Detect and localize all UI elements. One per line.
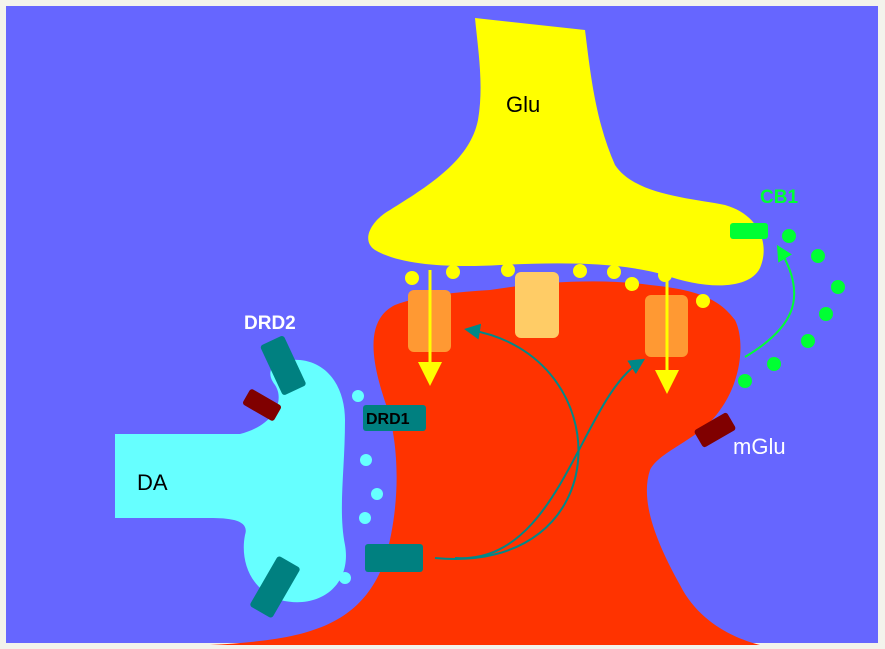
glutamate-dot [405,271,419,285]
glutamate-dot [625,277,639,291]
label-drd1: DRD1 [366,411,410,428]
glutamate-dot [658,268,672,282]
label-glu: Glu [506,92,540,117]
dopamine-dot [360,454,372,466]
label-da: DA [137,470,168,495]
dopamine-dot [371,488,383,500]
label-cb1: CB1 [760,187,798,208]
endocannabinoid-dot [801,334,815,348]
endocannabinoid-dot [767,357,781,371]
label-mglu: mGlu [733,434,786,459]
glutamate-dot [696,294,710,308]
dopamine-dot [352,390,364,402]
ion-channel-center [515,272,559,338]
endocannabinoid-dot [738,374,752,388]
glutamate-dot [607,265,621,279]
glutamate-dot [501,263,515,277]
cb1-receptor [730,223,768,239]
endocannabinoid-dot [831,280,845,294]
dopamine-dot [339,572,351,584]
glutamate-dot [573,264,587,278]
dopamine-dot [359,512,371,524]
endocannabinoid-dot [811,249,825,263]
endocannabinoid-dot [819,307,833,321]
label-drd2: DRD2 [244,313,296,334]
glutamate-dot [446,265,460,279]
endocannabinoid-dot [782,229,796,243]
drd1-receptor-lower [365,544,423,572]
